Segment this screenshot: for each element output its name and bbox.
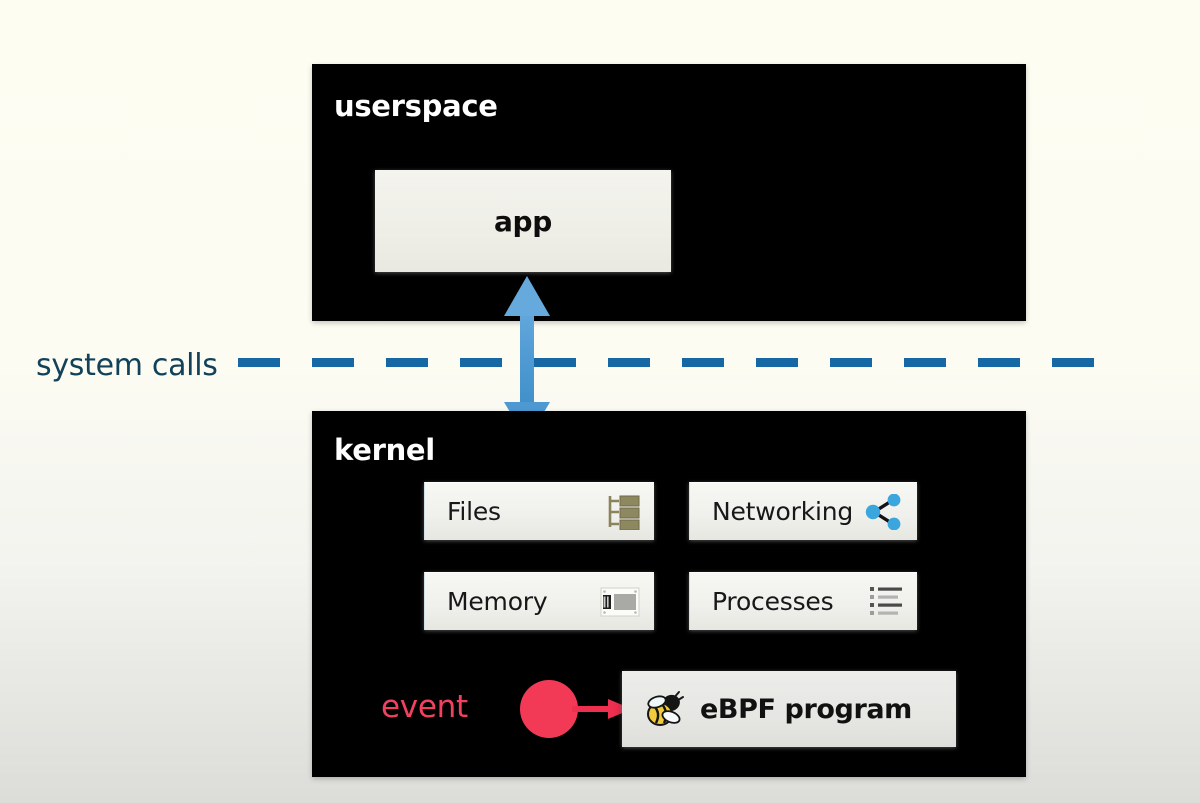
ebpf-program-box[interactable]: eBPF program <box>622 671 956 747</box>
subsystem-memory[interactable]: Memory <box>424 572 654 630</box>
file-tree-icon <box>606 494 640 530</box>
system-calls-dashed-line <box>238 358 1126 367</box>
event-dot <box>520 680 578 738</box>
subsystem-files-label: Files <box>447 497 501 526</box>
list-icon <box>869 585 903 619</box>
event-label: event <box>381 689 468 725</box>
subsystem-memory-label: Memory <box>447 587 548 616</box>
app-box[interactable]: app <box>375 170 671 272</box>
system-calls-label: system calls <box>36 348 218 383</box>
userspace-label: userspace <box>334 89 498 123</box>
subsystem-processes-label: Processes <box>712 587 834 616</box>
app-label: app <box>493 204 553 238</box>
subsystem-networking[interactable]: Networking <box>689 482 917 540</box>
memory-chip-icon <box>600 587 640 617</box>
subsystem-processes[interactable]: Processes <box>689 572 917 630</box>
bee-icon <box>642 689 686 729</box>
kernel-region: kernel Files Networking <box>312 411 1026 777</box>
event-arrow <box>572 699 632 719</box>
subsystem-networking-label: Networking <box>712 497 854 526</box>
kernel-label: kernel <box>334 433 435 467</box>
share-nodes-icon <box>865 493 903 530</box>
userspace-region: userspace app <box>312 64 1026 321</box>
subsystem-files[interactable]: Files <box>424 482 654 540</box>
ebpf-program-label: eBPF program <box>700 693 912 725</box>
